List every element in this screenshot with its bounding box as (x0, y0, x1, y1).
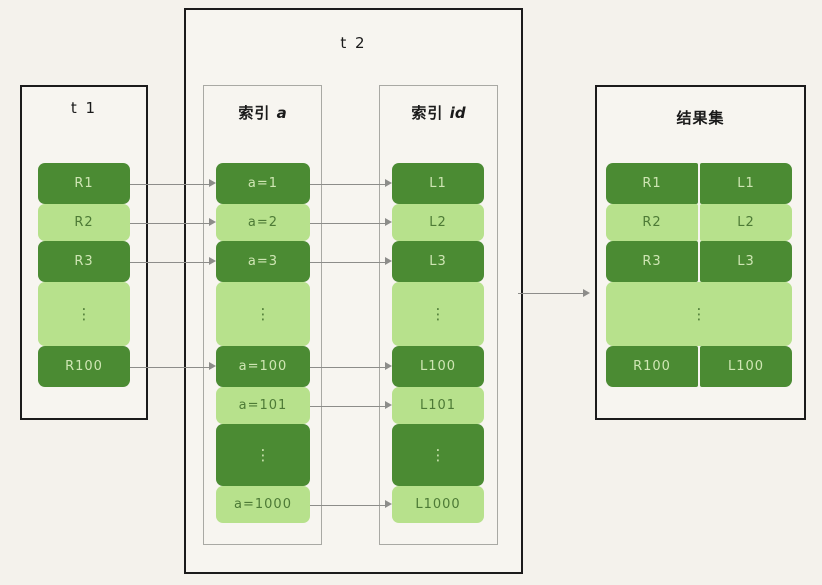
cell-label: a=3 (247, 254, 279, 269)
index-a-title-cjk: 索引 (238, 104, 271, 122)
cell-label: a=2 (247, 215, 279, 230)
ellipsis-icon: ⋮ (430, 304, 446, 323)
t1-row-1: R1 (38, 163, 130, 204)
index-a-to-id-line-5 (310, 405, 385, 407)
cell-label: L2 (737, 215, 755, 230)
t1-to-index-a-segment-2 (130, 222, 170, 224)
cell-label: L100 (727, 359, 765, 374)
cell-label: L1 (429, 176, 447, 191)
t1-to-index-a-arrow-1 (209, 179, 216, 187)
index-a-row-1: a=1 (216, 163, 310, 204)
t1-to-index-a-line-1 (170, 183, 209, 185)
cell-label: L1000 (415, 497, 461, 512)
index-a-title-latin: a (276, 104, 287, 122)
index-id-title: 索引 id (380, 102, 497, 123)
t1-row-5: R100 (38, 346, 130, 387)
index-id-row-3: L3 (392, 241, 484, 282)
index-a-to-id-line-6 (310, 504, 385, 506)
index-id-row-5: L100 (392, 346, 484, 387)
t1-to-index-a-line-4 (170, 366, 209, 368)
index-id-row-7: ⋮ (392, 424, 484, 486)
index-id-row-6: L101 (392, 387, 484, 424)
result-row-5-left: R100 (606, 346, 698, 387)
result-row-2-right: L2 (700, 204, 792, 241)
ellipsis-icon: ⋮ (76, 304, 92, 323)
index-a-row-8: a=1000 (216, 486, 310, 523)
index-a-to-id-line-4 (310, 366, 385, 368)
t1-to-index-a-line-3 (170, 261, 209, 263)
cell-label: a=100 (238, 359, 288, 374)
index-a-to-id-line-2 (310, 222, 385, 224)
index-a-to-id-arrow-4 (385, 362, 392, 370)
cell-label: R100 (633, 359, 671, 374)
index-id-row-1: L1 (392, 163, 484, 204)
index-id-to-result-arrow (583, 288, 590, 297)
cell-label: L100 (419, 359, 457, 374)
index-a-row-3: a=3 (216, 241, 310, 282)
cell-label: R1 (642, 176, 662, 191)
t1-to-index-a-segment-3 (130, 261, 170, 263)
result-row-1-left: R1 (606, 163, 698, 204)
index-a-to-id-arrow-1 (385, 179, 392, 187)
t1-to-index-a-segment-1 (130, 183, 170, 185)
t1-row-4: ⋮ (38, 282, 130, 346)
index-a-to-id-arrow-6 (385, 500, 392, 508)
cell-label: L3 (429, 254, 447, 269)
index-a-row-5: a=100 (216, 346, 310, 387)
cell-label: L3 (737, 254, 755, 269)
result-set-title: 结果集 (676, 109, 725, 127)
ellipsis-icon: ⋮ (691, 304, 707, 323)
index-a-row-2: a=2 (216, 204, 310, 241)
t1-to-index-a-line-2 (170, 222, 209, 224)
cell-label: a=1 (247, 176, 279, 191)
cell-label: R2 (642, 215, 662, 230)
index-id-title-cjk: 索引 (411, 104, 444, 122)
t1-title: t 1 (70, 99, 98, 117)
cell-label: L2 (429, 215, 447, 230)
result-row-2-left: R2 (606, 204, 698, 241)
t1-to-index-a-segment-4 (130, 366, 170, 368)
t1-to-index-a-arrow-4 (209, 362, 216, 370)
ellipsis-icon: ⋮ (255, 445, 271, 464)
index-a-row-7: ⋮ (216, 424, 310, 486)
index-id-row-4: ⋮ (392, 282, 484, 346)
cell-label: L101 (419, 398, 457, 413)
t2-title: t 2 (340, 34, 367, 52)
index-id-row-2: L2 (392, 204, 484, 241)
t1-to-index-a-arrow-3 (209, 257, 216, 265)
cell-label: a=1000 (234, 497, 292, 512)
index-a-to-id-line-3 (310, 261, 385, 263)
cell-label: R1 (74, 176, 94, 191)
cell-label: a=101 (238, 398, 288, 413)
index-a-to-id-arrow-5 (385, 401, 392, 409)
index-a-to-id-arrow-2 (385, 218, 392, 226)
cell-label: R3 (642, 254, 662, 269)
index-a-to-id-line-1 (310, 183, 385, 185)
index-a-to-id-arrow-3 (385, 257, 392, 265)
result-row-1-right: L1 (700, 163, 792, 204)
t1-row-3: R3 (38, 241, 130, 282)
index-a-title: 索引 a (204, 102, 321, 123)
result-row-3-left: R3 (606, 241, 698, 282)
t1-to-index-a-arrow-2 (209, 218, 216, 226)
cell-label: R3 (74, 254, 94, 269)
cell-label: L1 (737, 176, 755, 191)
index-id-to-result-line (518, 293, 583, 294)
index-id-title-latin: id (449, 104, 466, 122)
t1-row-2: R2 (38, 204, 130, 241)
ellipsis-icon: ⋮ (430, 445, 446, 464)
ellipsis-icon: ⋮ (255, 304, 271, 323)
result-row-5-right: L100 (700, 346, 792, 387)
result-row-4: ⋮ (606, 282, 792, 346)
index-a-row-4: ⋮ (216, 282, 310, 346)
cell-label: R2 (74, 215, 94, 230)
index-id-row-8: L1000 (392, 486, 484, 523)
cell-label: R100 (65, 359, 103, 374)
index-a-row-6: a=101 (216, 387, 310, 424)
result-row-3-right: L3 (700, 241, 792, 282)
